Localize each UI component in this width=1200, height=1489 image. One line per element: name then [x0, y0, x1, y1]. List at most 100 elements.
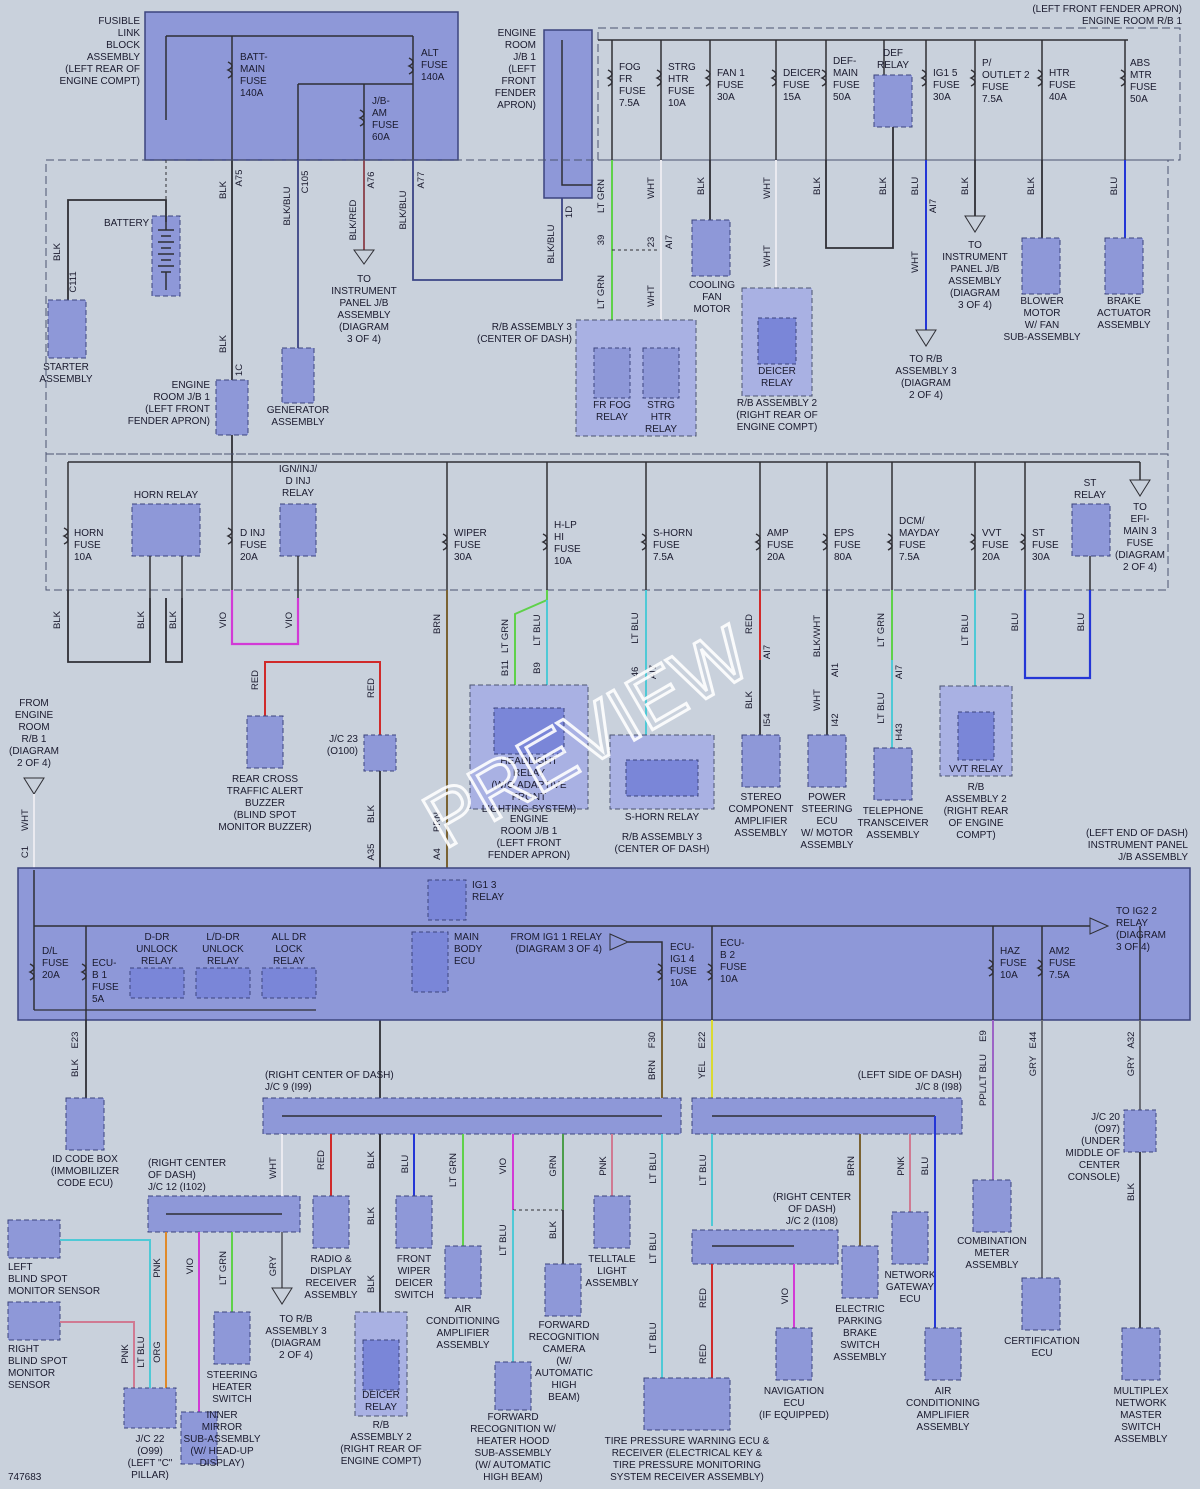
generator-block [281, 347, 315, 404]
rb1-header: (LEFT FRONT FENDER APRON)ENGINE ROOM R/B… [1032, 4, 1182, 27]
wire-label-w20: LT GRN [596, 275, 607, 309]
vvt-relay-block [957, 711, 995, 761]
wire-label-w50: LT GRN [876, 613, 887, 647]
wire-label-w97: PNK [120, 1344, 131, 1364]
wire-label-w7: BLK/RED [348, 200, 359, 241]
tpms-block [643, 1377, 731, 1431]
wire-label-w102: ORG [152, 1341, 163, 1363]
id-code-box-block [65, 1097, 105, 1151]
wire-label-w64: I54 [762, 713, 773, 726]
wire-label-w55: RED [250, 670, 261, 690]
wire-label-w21: WHT [646, 285, 657, 307]
st-relay-block [1071, 503, 1111, 557]
wire-label-w28: AI7 [928, 199, 939, 213]
wire-label-w106: BLK [548, 1220, 559, 1239]
wire-label-w45: AI7 [648, 665, 659, 679]
wire-label-w29: WHT [910, 251, 921, 273]
wire-label-w33: BLK [52, 610, 63, 629]
eps-ecu-block [807, 734, 847, 788]
wire-label-w4: A75 [234, 170, 245, 187]
wire-label-w85: LT GRN [448, 1153, 459, 1187]
engine-room-jb1-connector [215, 379, 249, 436]
wire-label-w94: BLK [366, 1206, 377, 1225]
jc23-label: J/C 23(O100) [327, 734, 359, 757]
multiplex-block [1121, 1327, 1161, 1381]
rcta-buzzer-block [246, 715, 284, 769]
wire-label-w96: PNK [152, 1258, 163, 1278]
battery-icon [158, 222, 174, 290]
wire-label-w75: PPL/LT BLU [978, 1054, 989, 1106]
wire-label-w73: YEL [697, 1061, 708, 1079]
jc22-block [123, 1387, 177, 1429]
wire-label-w90: LT BLU [698, 1154, 709, 1185]
jc9-label: (RIGHT CENTER OF DASH)J/C 9 (I99) [265, 1070, 394, 1093]
front-wiper-block [395, 1195, 433, 1249]
all-dr-lock-block [261, 967, 317, 999]
combo-meter-block [972, 1179, 1012, 1233]
wire-label-w79: GRY [1126, 1055, 1137, 1076]
wire-label-w13: BLK [218, 334, 229, 353]
wire-label-w83: BLK [366, 1150, 377, 1169]
engine-room-jb1-block [543, 29, 593, 199]
right-bsm-block [7, 1301, 61, 1341]
figure-id-label: 747683 [8, 1472, 42, 1483]
wire-label-w87: GRN [548, 1155, 559, 1176]
deicer-relay-block [757, 317, 797, 365]
vvt-relay-label: VVT RELAY [949, 764, 1003, 775]
stereo-amp-block [741, 734, 781, 788]
jc20-block [1123, 1109, 1157, 1153]
wire-label-w19: AI7 [664, 235, 675, 249]
wire-label-w47: AI7 [762, 645, 773, 659]
wire-label-w100: GRY [268, 1255, 279, 1276]
wire-label-w32: BLU [1109, 177, 1120, 196]
wire-label-w41: B11 [500, 660, 511, 676]
wire-label-w35: BLK [168, 610, 179, 629]
engine-room-rb1-zone [597, 27, 1181, 161]
wire-label-w61: WHT [20, 809, 31, 831]
wire-label-w46: RED [744, 614, 755, 634]
wire-label-w81: WHT [268, 1157, 279, 1179]
ip-jb-block [17, 867, 1191, 1021]
inner-mirror-block [180, 1411, 218, 1465]
wire-label-w92: PNK [896, 1156, 907, 1176]
wire-label-w63: BLK [744, 690, 755, 709]
wire-label-w59: BRN [432, 812, 443, 832]
from-ig11-label: FROM IG1 1 RELAY(DIAGRAM 3 OF 4) [510, 932, 602, 955]
wire-label-w105: VIO [780, 1288, 791, 1304]
wire-label-w78: E44 [1028, 1032, 1039, 1049]
